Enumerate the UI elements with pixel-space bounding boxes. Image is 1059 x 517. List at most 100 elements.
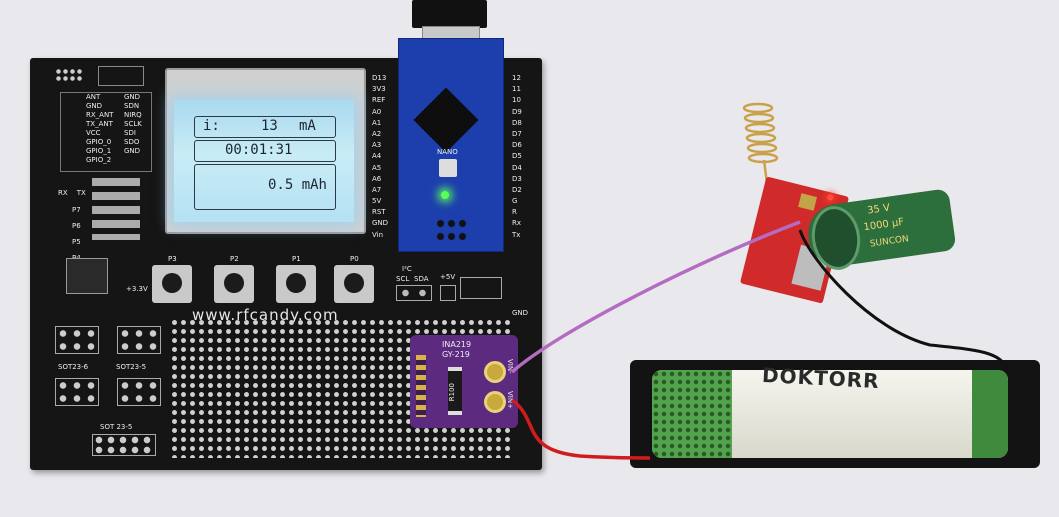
radio-pin-label: GND — [124, 93, 141, 101]
sot-footprint — [55, 326, 99, 354]
ina219-terminal-vin-plus — [484, 391, 506, 413]
label-i2c: I²C — [402, 265, 412, 273]
sot-label: SOT23-5 — [116, 363, 147, 371]
nano-pin-label: REF — [372, 96, 386, 105]
nano-pin-label: 5V — [372, 197, 382, 206]
side-label-p7: P7 — [72, 206, 81, 214]
jumper-pins — [55, 68, 83, 82]
radio-pin-label: RX_ANT — [86, 111, 114, 119]
nano-reset-button[interactable] — [439, 159, 457, 177]
nano-right-pins: 12 11 10 D9 D8 D7 D6 D5 D4 D3 D2 G R Rx … — [512, 75, 522, 243]
label-plus33v: +3.3V — [126, 285, 148, 293]
nano-pin-label: A5 — [372, 163, 382, 172]
radio-pin-label: TX_ANT — [86, 120, 113, 128]
label-gnd: GND — [512, 309, 529, 317]
button-p1[interactable] — [276, 265, 316, 303]
sot-footprint — [92, 434, 156, 456]
nano-pin-label: A7 — [372, 185, 382, 194]
nano-pin-label: D2 — [512, 185, 522, 194]
nano-pin-label: D5 — [512, 152, 522, 161]
power-header — [440, 285, 456, 301]
sot-footprint — [55, 378, 99, 406]
wire-black — [798, 229, 1010, 371]
radio-pin-label: GND — [124, 147, 141, 155]
radio-pin-label: GPIO_2 — [86, 156, 112, 164]
nano-pin-label: A2 — [372, 129, 382, 138]
nano-pin-label: A6 — [372, 174, 382, 183]
lcd-current-row: i: 13 mA — [194, 116, 336, 138]
nano-pin-label: D8 — [512, 118, 522, 127]
radio-pin-label: SDO — [124, 138, 140, 146]
radio-pin-label: GPIO_1 — [86, 147, 112, 155]
sot-label: SOT23-6 — [58, 363, 89, 371]
button-p3[interactable] — [152, 265, 192, 303]
label-scl: SCL — [396, 275, 410, 283]
nano-pin-label: D3 — [512, 174, 522, 183]
nano-pin-label: 12 — [512, 74, 521, 82]
resistor-array — [92, 178, 140, 240]
lcd-screen: i: 13 mA 00:01:31 0.5 mAh — [174, 100, 354, 222]
button-label-p3: P3 — [168, 255, 177, 263]
lcd-current-label: i: — [203, 118, 220, 134]
radio-pin-label: VCC — [86, 129, 101, 137]
lcd-current-value: 13 — [261, 118, 278, 134]
label-sda: SDA — [414, 275, 429, 283]
regulator — [66, 258, 108, 294]
sot-footprint — [117, 378, 161, 406]
nano-pin-label: R — [512, 208, 517, 217]
ina219-header — [416, 355, 426, 417]
radio-pin-labels: ANT GND RX_ANT TX_ANT VCC GPIO_0 GPIO_1 … — [70, 94, 113, 166]
lcd-current-unit: mA — [299, 118, 316, 134]
button-p2[interactable] — [214, 265, 254, 303]
sot-footprint — [117, 326, 161, 354]
wire-red — [510, 398, 651, 460]
nano-pin-label: RST — [372, 208, 386, 217]
lcd-elapsed-time: 00:01:31 — [225, 142, 293, 158]
nano-icsp-header — [435, 217, 467, 243]
nano-pin-label: Vin — [372, 230, 384, 239]
button-p0[interactable] — [334, 265, 374, 303]
side-label-p6: P6 — [72, 222, 81, 230]
nano-led — [441, 191, 449, 199]
radio-pin-label: ANT — [86, 93, 101, 101]
antenna-spring — [742, 102, 779, 192]
label-plus5v: +5V — [440, 273, 456, 281]
lcd-charge-row: 0.5 mAh — [194, 164, 336, 210]
usb-cable — [412, 0, 487, 28]
nano-pin-label: G — [512, 197, 518, 206]
radio-pin-label: SDI — [124, 129, 136, 137]
sot-label: SOT 23-5 — [100, 423, 133, 431]
nano-pin-label: D13 — [372, 74, 387, 82]
ina219-pin-label: VIN- — [506, 359, 514, 374]
radio-pin-label: NIRQ — [124, 111, 142, 119]
radio-pin-label: GPIO_0 — [86, 138, 112, 146]
button-label-p2: P2 — [230, 255, 239, 263]
nano-label: NANO — [437, 148, 458, 156]
button-label-p0: P0 — [350, 255, 359, 263]
button-label-p1: P1 — [292, 255, 301, 263]
nano-pin-label: D4 — [512, 163, 522, 172]
nano-pin-label: GND — [372, 219, 389, 228]
nano-pin-label: Rx — [512, 219, 522, 228]
ina219-title: INA219 — [442, 340, 472, 349]
ina219-shunt-resistor: R100 — [448, 367, 462, 415]
battery-wrap-right — [972, 370, 1008, 458]
nano-pin-label: A3 — [372, 141, 382, 150]
nano-pin-label: D7 — [512, 129, 522, 138]
led-chip — [98, 66, 144, 86]
wire-purple — [510, 220, 801, 374]
side-label-p5: P5 — [72, 238, 81, 246]
side-label-tx: TX — [76, 189, 86, 197]
radio-pin-label: SDN — [124, 102, 140, 110]
radio-pin-label: SCLK — [124, 120, 142, 128]
nano-pin-label: D6 — [512, 141, 522, 150]
nano-pin-label: 11 — [512, 85, 521, 94]
radio-pin-label: GND — [86, 102, 103, 110]
ina219-pin-label: VIN+ — [506, 391, 514, 409]
side-label-rx: RX — [58, 189, 68, 197]
radio-footprint — [60, 92, 152, 172]
i2c-header — [396, 285, 432, 301]
lcd-time-row: 00:01:31 — [194, 140, 336, 162]
lcd-charge: 0.5 mAh — [267, 177, 327, 193]
